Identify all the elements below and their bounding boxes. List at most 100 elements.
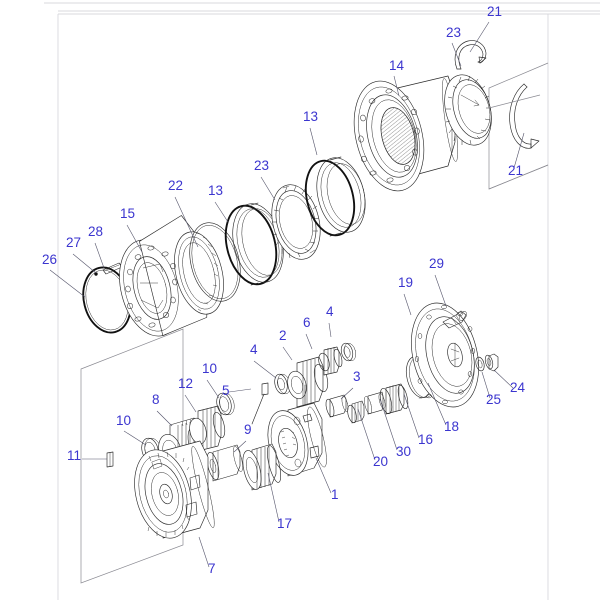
part-4a-thrust-washer: [340, 342, 356, 362]
part-22-o-ring: [189, 222, 241, 302]
callout-label-18: 18: [444, 419, 459, 434]
detail-box-snap-ring: [488, 62, 549, 190]
page-frame: [44, 2, 600, 600]
callout-leader-24: [493, 369, 514, 389]
callout-label-25: 25: [486, 392, 501, 407]
callout-label-13a: 13: [303, 109, 318, 124]
callout-label-27: 27: [66, 235, 81, 250]
callout-leader-19: [403, 293, 412, 316]
callout-leader-7: [198, 536, 210, 568]
callout-label-13b: 13: [208, 183, 223, 198]
part-10a-thrust-washer: [216, 392, 235, 416]
callout-leader-10b: [123, 430, 147, 446]
callout-label-5: 5: [222, 383, 230, 398]
callout-leader-2: [282, 346, 293, 361]
callout-leader-28: [94, 242, 105, 269]
callout-label-23b: 23: [254, 158, 269, 173]
callout-label-23a: 23: [446, 25, 461, 40]
callout-leader-3: [340, 387, 354, 400]
callout-label-17: 17: [277, 516, 292, 531]
part-16-shaft-coupling: [379, 383, 409, 415]
callout-leader-27: [72, 253, 97, 274]
callout-label-4a: 4: [326, 304, 334, 319]
part-3-dowel-pin: [325, 394, 349, 418]
part-23a-roller-bearing: [444, 74, 492, 146]
callout-leader-16: [403, 393, 420, 439]
callout-leader-13a: [309, 127, 318, 156]
part-14-drive-hub-housing: [353, 75, 458, 192]
callout-label-21b: 21: [508, 163, 523, 178]
callout-label-2: 2: [279, 328, 287, 343]
callout-label-4b: 4: [250, 342, 258, 357]
part-5-spring-pin: [251, 382, 269, 425]
callout-leader-23a: [451, 42, 462, 67]
callout-label-29: 29: [429, 256, 444, 271]
callout-label-9: 9: [244, 422, 252, 437]
callout-leader-5: [228, 388, 252, 393]
part-20-coupling-sleeve: [347, 400, 365, 424]
callout-label-7: 7: [208, 561, 216, 576]
callout-label-11: 11: [67, 448, 81, 463]
callout-label-26: 26: [42, 252, 57, 267]
callout-leader-15: [126, 224, 143, 253]
callout-leader-4b: [253, 360, 277, 379]
callout-leader-23b: [260, 176, 276, 201]
callout-label-30: 30: [396, 444, 411, 459]
part-12-needle-bearing-cage: [189, 405, 226, 452]
callout-leader-29: [434, 274, 447, 307]
part-17-sun-gear: [242, 443, 282, 491]
callout-label-15: 15: [120, 206, 135, 221]
callout-label-1: 1: [331, 487, 339, 502]
part-21a-snap-ring: [454, 40, 487, 70]
callout-label-28: 28: [88, 224, 103, 239]
callout-label-8: 8: [152, 392, 160, 407]
callout-label-3: 3: [353, 369, 361, 384]
callout-leader-1: [315, 457, 332, 494]
callout-leader-22: [174, 196, 199, 248]
part-13a-seal-ring: [304, 156, 366, 237]
callout-leader-17: [267, 472, 280, 523]
part-30-pin: [364, 391, 386, 415]
part-15-hub-flange: [119, 215, 224, 337]
part-24-nut: [484, 353, 499, 372]
callout-leader-13b: [214, 201, 229, 223]
part-7-drive-housing: [134, 440, 215, 539]
callout-label-6: 6: [303, 315, 311, 330]
detail-box-drive-housing: [80, 328, 184, 584]
part-21b-snap-ring: [488, 83, 541, 149]
callout-leader-10a: [206, 379, 220, 399]
callout-label-12: 12: [178, 376, 193, 391]
callout-leader-14: [393, 75, 400, 97]
callout-label-10b: 10: [116, 413, 131, 428]
callout-leader-18: [427, 382, 447, 426]
part-9-spacer-sleeve: [206, 444, 243, 482]
callout-label-19: 19: [398, 275, 413, 290]
part-29-bolt: [442, 310, 467, 329]
callout-label-21a: 21: [487, 4, 502, 19]
callout-leader-12: [184, 394, 197, 413]
callout-leader-21a: [469, 21, 490, 53]
callout-label-24: 24: [510, 380, 526, 395]
part-11-spring-pin: [106, 451, 114, 468]
callout-leader-26: [49, 269, 86, 298]
callout-leader-20: [357, 408, 376, 461]
callout-label-22: 22: [168, 178, 183, 193]
callout-leader-21b: [513, 132, 525, 169]
callout-label-20: 20: [373, 454, 388, 469]
callout-leaders: [49, 21, 525, 568]
callout-leader-4a: [328, 322, 332, 338]
callout-label-14: 14: [389, 58, 405, 73]
part-25-washer: [475, 356, 485, 372]
callout-leader-9: [233, 440, 247, 453]
callout-label-16: 16: [418, 432, 433, 447]
part-6-needle-roller-bearing: [318, 346, 343, 376]
callout-leader-6: [305, 333, 313, 350]
callout-leader-25: [481, 371, 491, 399]
callout-leader-8: [156, 410, 173, 427]
callout-label-10a: 10: [202, 361, 217, 376]
callout-leader-30: [379, 398, 398, 451]
part-23b-roller-bearing: [271, 184, 321, 260]
